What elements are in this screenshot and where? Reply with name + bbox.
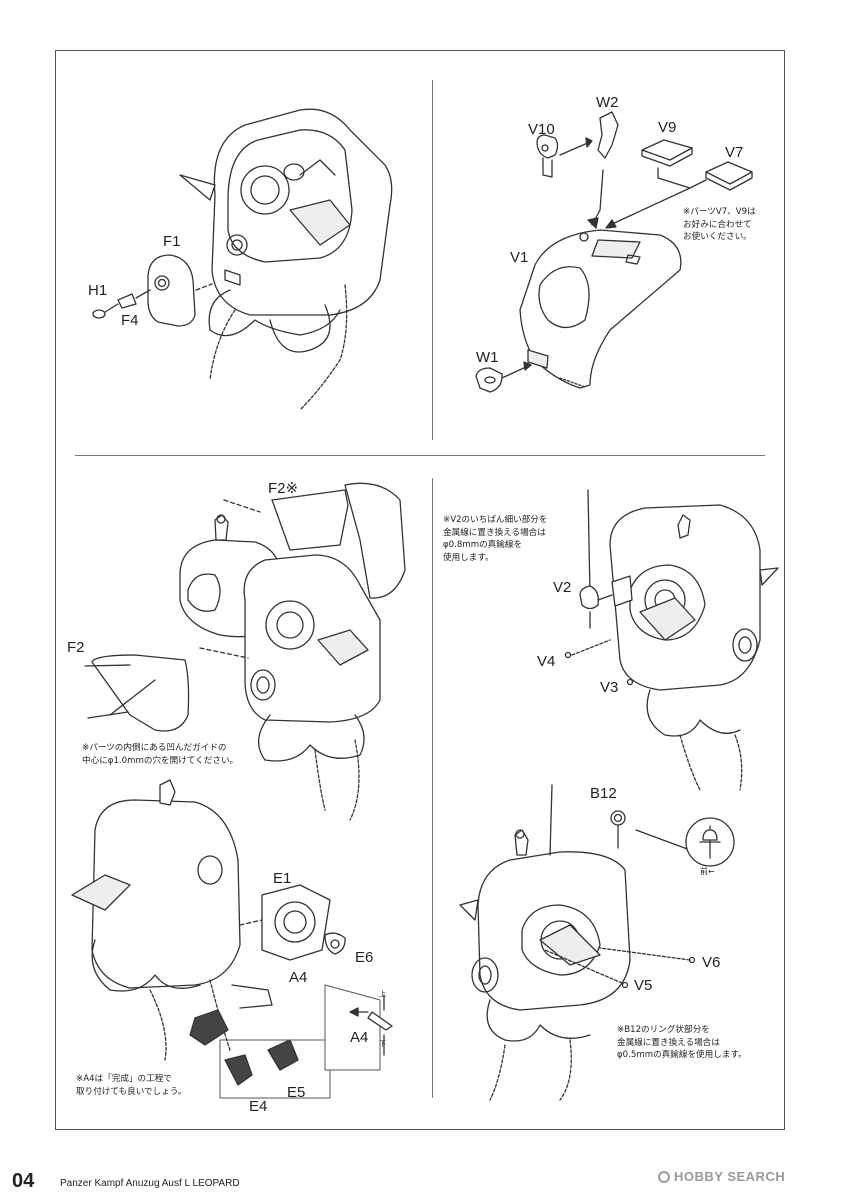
watermark: HOBBY SEARCH xyxy=(674,1169,786,1184)
label-e1: E1 xyxy=(273,870,292,887)
instruction-frame xyxy=(55,50,785,1130)
label-detail-bottom: 下 xyxy=(379,1041,386,1048)
label-v5: V5 xyxy=(634,977,653,994)
front-direction-caption: 前← xyxy=(700,867,715,876)
product-title: Panzer Kampf Anuzug Ausf L LEOPARD xyxy=(60,1178,240,1189)
label-v4: V4 xyxy=(537,653,556,670)
label-e6: E6 xyxy=(355,949,374,966)
note-v7-v9: ※パーツV7、V9は お好みに合わせて お使いください。 xyxy=(683,207,756,242)
label-f1: F1 xyxy=(163,233,181,250)
step2-small-parts xyxy=(475,111,753,393)
step1-part-h1-f4 xyxy=(92,289,151,319)
label-e4: E4 xyxy=(249,1098,268,1115)
note-b12-wire: ※B12のリング状部分を 金属線に置き換える場合は φ0.5mmの真鍮線を使用し… xyxy=(617,1025,747,1060)
label-f2-star: F2※ xyxy=(268,480,299,497)
step1-hatch-f1 xyxy=(147,254,213,327)
label-v1: V1 xyxy=(510,249,529,266)
label-v3: V3 xyxy=(600,679,619,696)
note-v2-wire: ※V2のいちばん細い部分を 金属線に置き換える場合は φ0.8mmの真鍮線を 使… xyxy=(443,515,548,563)
label-a4-detail: A4 xyxy=(350,1029,369,1046)
step6-assembly xyxy=(459,784,735,1101)
step2-cover-v1 xyxy=(519,229,682,389)
label-b12: B12 xyxy=(590,785,617,802)
label-h1: H1 xyxy=(88,282,108,299)
note-a4-timing: ※A4は「完成」の工程で 取り付けても良いでしょう。 xyxy=(76,1074,187,1097)
label-v9: V9 xyxy=(658,119,677,136)
step3-assembly xyxy=(84,482,406,821)
divider-top xyxy=(432,80,433,440)
label-e5: E5 xyxy=(287,1084,306,1101)
label-w1: W1 xyxy=(476,349,499,366)
step1-body-drawing xyxy=(179,108,393,411)
label-v7: V7 xyxy=(725,144,744,161)
label-f2: F2 xyxy=(67,639,85,656)
divider-middle xyxy=(75,455,765,456)
note-f2-hole: ※パーツの内側にある凹んだガイドの 中心にφ1.0mmの穴を開けてください。 xyxy=(82,743,239,766)
page-number: 04 xyxy=(12,1170,35,1192)
label-detail-top: 上 xyxy=(379,991,386,998)
label-v2: V2 xyxy=(553,579,572,596)
step4-assembly xyxy=(564,489,779,791)
label-v10: V10 xyxy=(528,121,555,138)
label-a4: A4 xyxy=(289,969,308,986)
step5-assembly xyxy=(71,779,393,1099)
watermark-logo-icon xyxy=(658,1171,670,1183)
label-w2: W2 xyxy=(596,94,619,111)
label-v6: V6 xyxy=(702,954,721,971)
label-f4: F4 xyxy=(121,312,139,329)
divider-bottom xyxy=(432,478,433,1098)
